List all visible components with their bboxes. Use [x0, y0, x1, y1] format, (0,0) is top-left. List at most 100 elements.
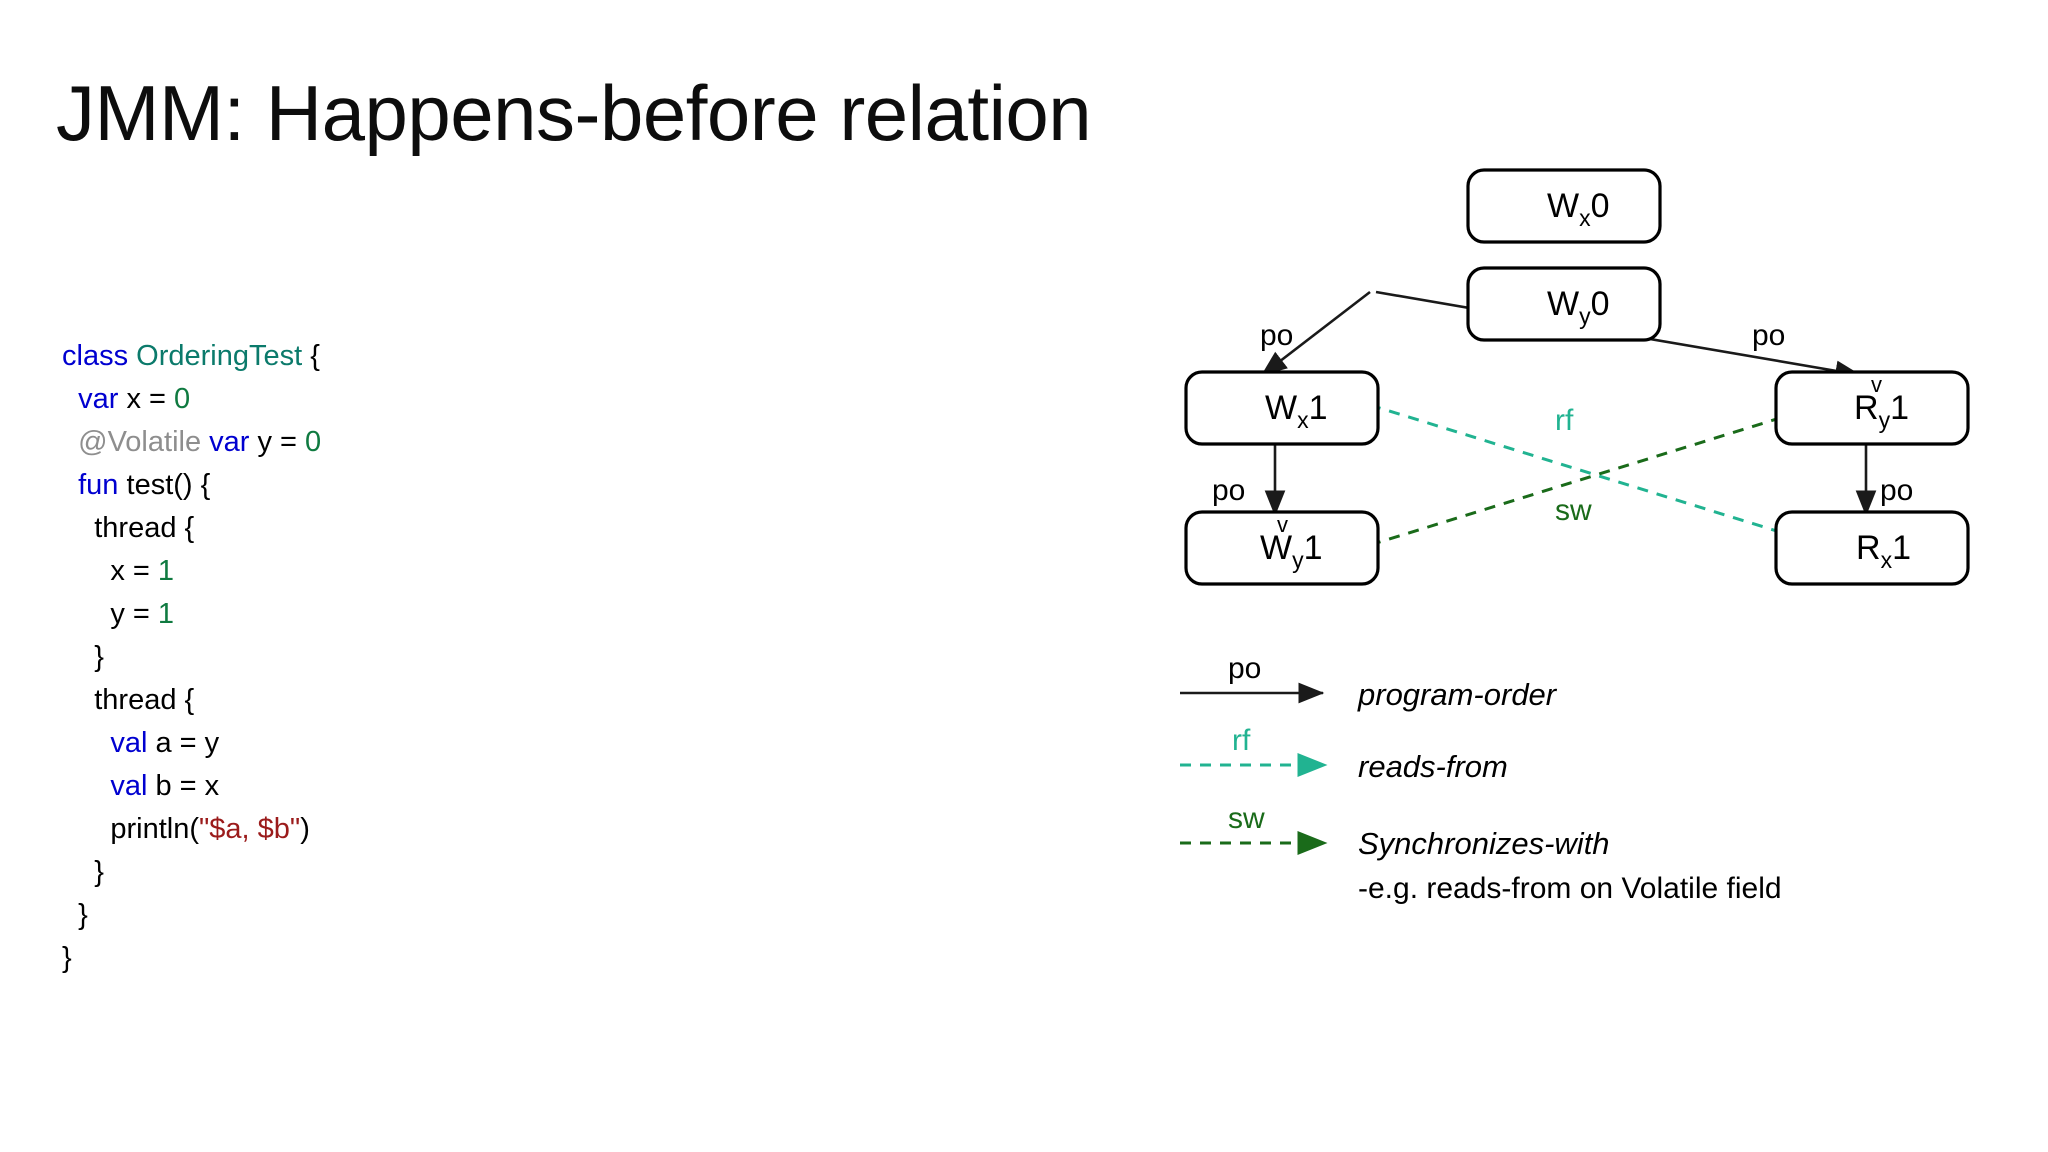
- diagram-node-rx1: Rx1: [1774, 510, 1970, 586]
- code-token: 0: [174, 383, 191, 415]
- edge-label-po-left-top: po: [1260, 319, 1293, 352]
- svg-text:Wx1: Wx1: [1265, 389, 1328, 433]
- code-token: "$a, $b": [199, 813, 301, 845]
- code-line: x = 1: [62, 550, 321, 593]
- code-line: y = 1: [62, 593, 321, 636]
- code-line: }: [62, 851, 321, 894]
- code-token: val: [110, 727, 148, 759]
- legend-short-rf: rf: [1232, 724, 1251, 757]
- code-token: var: [78, 383, 119, 415]
- node-wx0-sub: x: [1579, 205, 1591, 231]
- edge-label-rf: rf: [1555, 404, 1574, 437]
- node-wy1-base: W: [1260, 529, 1292, 567]
- code-token: a = y: [147, 727, 220, 759]
- node-wx0-base: W: [1547, 187, 1579, 225]
- diagram-node-wy0: Wy0: [1466, 266, 1662, 342]
- legend-item-rf: rf reads-from: [1180, 724, 1508, 784]
- code-line: thread {: [62, 507, 321, 550]
- code-token: var: [209, 426, 250, 458]
- happens-before-diagram: Wx0 Wy0 Wx1 Ry1 v Wy1 v Rx1: [1180, 160, 2000, 990]
- code-token: y =: [249, 426, 306, 458]
- edge-po-wy0-wx1: [1260, 290, 1371, 377]
- node-wy1-volatile-marker: v: [1277, 512, 1288, 537]
- code-token: fun: [78, 469, 119, 501]
- node-wy1-val: 1: [1304, 529, 1323, 567]
- code-token: b = x: [147, 770, 220, 802]
- code-token: ): [300, 813, 310, 845]
- code-line: val b = x: [62, 765, 321, 808]
- svg-text:Ry1: Ry1: [1854, 389, 1909, 433]
- node-ry1-val: 1: [1890, 389, 1909, 427]
- code-token: [62, 383, 78, 415]
- legend-label-reads-from: reads-from: [1358, 749, 1508, 784]
- code-token: test() {: [118, 469, 211, 501]
- code-token: 1: [157, 555, 175, 587]
- code-token: y =: [62, 598, 158, 630]
- code-line: val a = y: [62, 722, 321, 765]
- legend-item-sw: sw Synchronizes-with -e.g. reads-from on…: [1180, 802, 1782, 905]
- legend-note: -e.g. reads-from on Volatile field: [1358, 872, 1782, 905]
- code-token: @Volatile: [78, 426, 202, 458]
- code-line: }: [62, 894, 321, 937]
- code-sample: class OrderingTest { var x = 0 @Volatile…: [62, 335, 321, 980]
- diagram-node-wx0: Wx0: [1466, 168, 1662, 244]
- node-ry1-base: R: [1854, 389, 1879, 427]
- legend-short-po: po: [1228, 652, 1261, 685]
- legend-label-synchronizes-with: Synchronizes-with: [1358, 826, 1610, 861]
- code-token: x =: [118, 383, 175, 415]
- legend-item-po: po program-order: [1180, 652, 1558, 712]
- node-rx1-base: R: [1856, 529, 1881, 567]
- node-wy0-sub: y: [1579, 303, 1591, 329]
- legend-short-sw: sw: [1228, 802, 1265, 835]
- code-token: thread {: [62, 512, 195, 544]
- svg-text:Wy1: Wy1: [1260, 529, 1323, 573]
- svg-text:Wy0: Wy0: [1547, 285, 1610, 329]
- code-token: }: [62, 641, 104, 673]
- code-token: OrderingTest: [136, 340, 303, 372]
- code-line: thread {: [62, 679, 321, 722]
- node-ry1-sub: y: [1879, 407, 1891, 433]
- code-token: }: [62, 856, 104, 888]
- code-token: [201, 426, 209, 458]
- node-wx0-val: 0: [1591, 187, 1610, 225]
- code-token: 1: [157, 598, 175, 630]
- code-token: println(: [62, 813, 199, 845]
- node-wx1-val: 1: [1309, 389, 1328, 427]
- code-token: [62, 727, 110, 759]
- edge-label-po-right-down: po: [1880, 474, 1913, 507]
- diagram-node-wy1: Wy1 v: [1184, 510, 1380, 586]
- code-token: [62, 469, 78, 501]
- node-wx1-sub: x: [1297, 407, 1309, 433]
- code-token: }: [62, 899, 88, 931]
- edge-label-po-right-top: po: [1752, 319, 1785, 352]
- code-token: thread {: [62, 684, 195, 716]
- edge-label-sw: sw: [1555, 494, 1592, 527]
- code-line: println("$a, $b"): [62, 808, 321, 851]
- code-token: x =: [62, 555, 158, 587]
- svg-text:Wx0: Wx0: [1547, 187, 1610, 231]
- code-token: val: [110, 770, 148, 802]
- code-line: class OrderingTest {: [62, 335, 321, 378]
- code-token: {: [302, 340, 320, 372]
- svg-text:Rx1: Rx1: [1856, 529, 1911, 573]
- code-token: [128, 340, 136, 372]
- node-wy0-base: W: [1547, 285, 1579, 323]
- code-line: var x = 0: [62, 378, 321, 421]
- code-token: }: [62, 942, 72, 974]
- page-title: JMM: Happens-before relation: [56, 69, 1092, 157]
- edge-label-po-left-down: po: [1212, 474, 1245, 507]
- legend-label-program-order: program-order: [1357, 677, 1558, 712]
- code-token: [62, 426, 78, 458]
- code-line: }: [62, 937, 321, 980]
- node-wx1-base: W: [1265, 389, 1297, 427]
- node-wy0-val: 0: [1591, 285, 1610, 323]
- node-rx1-sub: x: [1881, 547, 1893, 573]
- node-rx1-val: 1: [1892, 529, 1911, 567]
- node-ry1-volatile-marker: v: [1871, 372, 1882, 397]
- code-token: [62, 770, 110, 802]
- code-line: fun test() {: [62, 464, 321, 507]
- node-wy1-sub: y: [1292, 547, 1304, 573]
- code-line: }: [62, 636, 321, 679]
- code-token: class: [62, 340, 129, 372]
- code-line: @Volatile var y = 0: [62, 421, 321, 464]
